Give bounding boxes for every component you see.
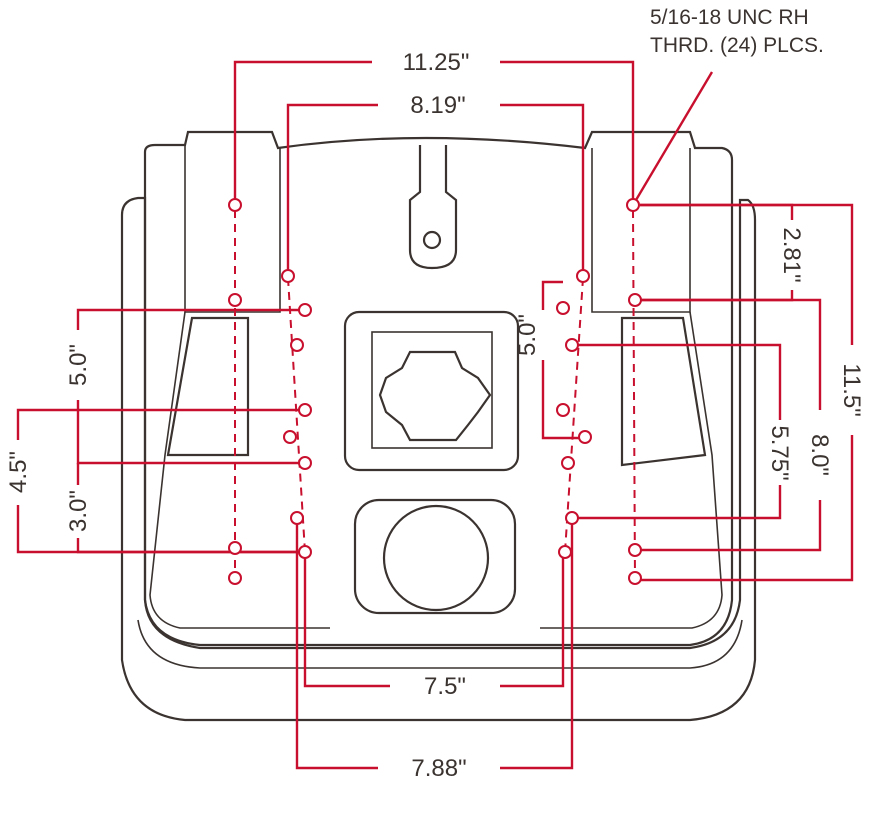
hole xyxy=(298,456,312,470)
hole xyxy=(578,430,592,444)
dim-label-bottom-outer: 7.88" xyxy=(411,755,466,782)
dim-line-center-right-b xyxy=(541,360,585,440)
hole xyxy=(628,543,642,557)
dim-line-right-mid xyxy=(640,298,822,410)
dim-label-center-right: 5.0" xyxy=(514,314,541,356)
seat-base-inner-line xyxy=(137,619,743,669)
lower-pad-circle xyxy=(382,504,490,612)
dim-line-right-outer-b xyxy=(640,435,854,582)
dim-line-top-inner-r xyxy=(500,103,585,272)
top-slot-hole xyxy=(422,230,442,250)
hole xyxy=(228,571,242,585)
dim-line-right-inner-b xyxy=(572,485,782,520)
dim-label-right-mid: 8.0" xyxy=(806,434,833,476)
dim-line-center-right xyxy=(541,280,563,310)
dim-line-right-mid-b xyxy=(640,500,822,552)
hole xyxy=(565,338,579,352)
note-leader xyxy=(634,71,714,201)
dim-line-bottom-outer-r xyxy=(500,518,574,770)
hole xyxy=(626,198,640,212)
dim-label-bottom-inner: 7.5" xyxy=(424,673,466,700)
hole xyxy=(576,269,590,283)
dim-label-right-top: 2.81" xyxy=(778,227,805,282)
dim-line-bottom-inner xyxy=(303,558,390,688)
hole xyxy=(556,301,570,315)
center-boss-inner xyxy=(371,331,493,449)
dim-line-top-outer xyxy=(233,60,372,200)
dim-label-left-inner: 5.0" xyxy=(65,344,92,386)
right-window xyxy=(620,316,707,467)
note-line-1: 5/16-18 UNC RH xyxy=(650,6,809,29)
dim-label-right-inner: 5.75" xyxy=(766,425,793,480)
hole xyxy=(628,571,642,585)
dim-line-bottom-outer xyxy=(295,518,378,770)
centerline-right-outer xyxy=(632,209,636,581)
hole xyxy=(298,303,312,317)
hole xyxy=(281,269,295,283)
dim-line-bottom-inner-r xyxy=(500,558,565,688)
center-boss-outer xyxy=(343,310,520,472)
left-taper xyxy=(149,311,330,629)
dim-label-left-lower: 3.0" xyxy=(65,490,92,532)
dimension-lines xyxy=(16,60,854,770)
dim-line-right-top xyxy=(640,203,794,220)
dim-label-right-outer: 11.5" xyxy=(838,363,865,416)
dim-line-right-outer xyxy=(640,203,854,345)
dim-label-top-inner: 8.19" xyxy=(410,92,465,119)
dimension-labels: 5/16-18 UNC RH THRD. (24) PLCS. 11.25" 8… xyxy=(5,6,865,782)
seat-cushion-frame xyxy=(143,130,734,647)
centerline-right-inner xyxy=(564,277,584,553)
mounting-holes xyxy=(228,198,642,585)
dim-line-right-inner xyxy=(572,343,782,420)
hole xyxy=(228,541,242,555)
lower-pad xyxy=(353,498,517,615)
right-taper xyxy=(540,311,723,629)
hole xyxy=(565,511,579,525)
hole xyxy=(556,403,570,417)
dim-line-top-inner xyxy=(286,103,378,272)
seat-base-outer xyxy=(120,196,757,722)
dim-line-right-top-b xyxy=(640,290,794,302)
dim-line-left-inner xyxy=(76,308,300,330)
center-gear xyxy=(378,350,492,442)
dim-line-left-lower-b xyxy=(76,538,300,554)
note-line-2: THRD. (24) PLCS. xyxy=(650,34,824,57)
left-bolster xyxy=(184,145,281,313)
dim-label-top-outer: 11.25" xyxy=(403,49,470,76)
dim-line-top-outer-r xyxy=(500,60,635,200)
hole xyxy=(558,545,572,559)
hole xyxy=(283,430,297,444)
top-slot xyxy=(408,145,458,270)
dim-line-left-outer xyxy=(16,408,305,440)
hole xyxy=(290,511,304,525)
dim-label-left-outer: 4.5" xyxy=(5,451,32,493)
hole xyxy=(228,198,242,212)
hole xyxy=(290,338,304,352)
hole xyxy=(628,293,642,307)
hole xyxy=(228,293,242,307)
seat-outline xyxy=(120,130,757,722)
hole xyxy=(561,456,575,470)
hole xyxy=(298,403,312,417)
right-bolster xyxy=(591,148,691,313)
centerline-left-inner xyxy=(287,277,306,553)
hole xyxy=(298,545,312,559)
